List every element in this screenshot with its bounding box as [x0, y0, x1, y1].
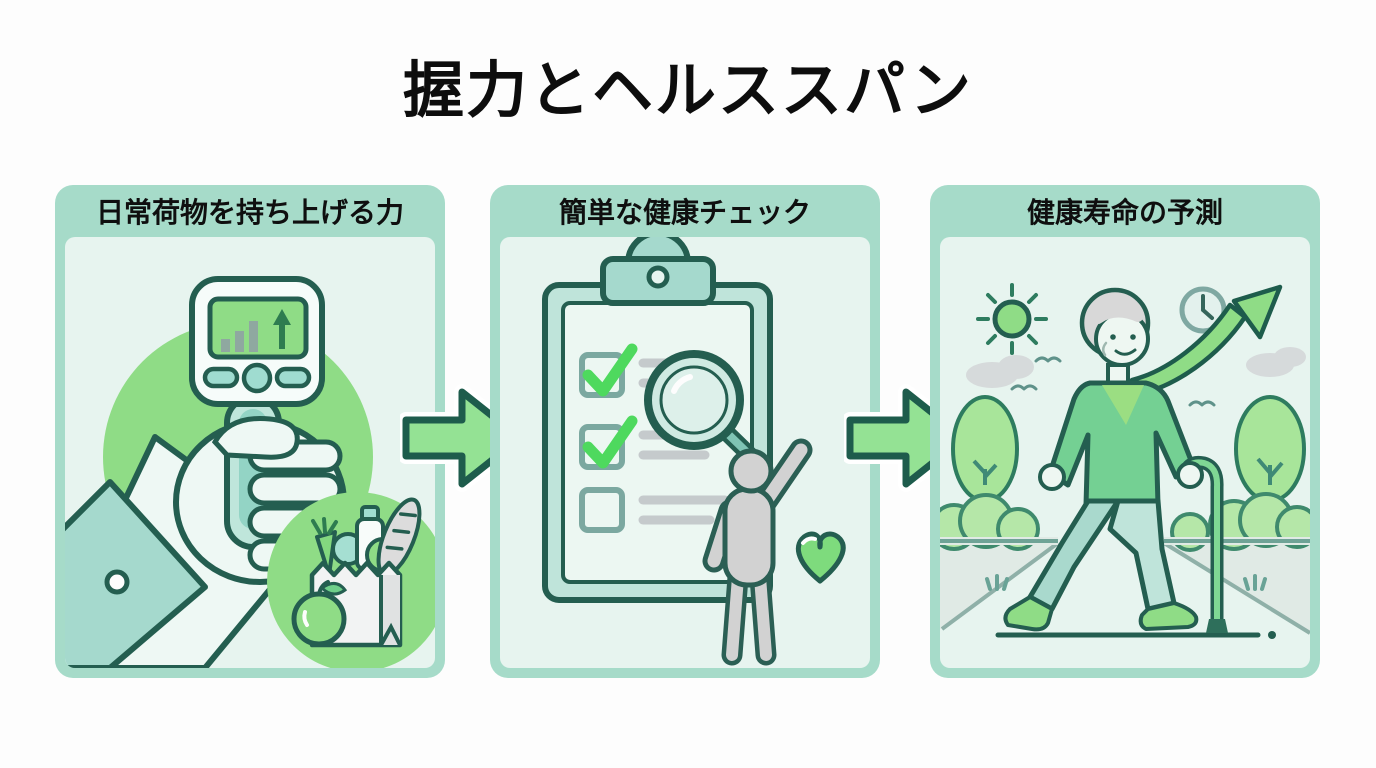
shirt-cuff-icon	[65, 479, 208, 668]
sun-icon	[976, 283, 1048, 355]
shoe	[1003, 595, 1054, 632]
panel-health-check: 簡単な健康チェック	[490, 185, 880, 678]
up-arrow-icon	[273, 309, 291, 349]
magnifier-icon	[644, 350, 771, 476]
pants	[1107, 498, 1177, 612]
cloud-icon	[966, 347, 1306, 388]
checkmark-icon	[582, 415, 638, 469]
panel-grip-strength-label: 日常荷物を持ち上げる力	[95, 197, 404, 228]
cuff-button	[104, 569, 130, 595]
person-raising-hand-icon	[702, 438, 813, 666]
walking-senior-with-cane-icon	[1003, 287, 1228, 633]
panel-grip-strength: 日常荷物を持ち上げる力	[55, 185, 445, 678]
panel-healthspan-prediction: 健康寿命の予測	[930, 185, 1320, 678]
grass-icon	[985, 574, 1267, 591]
green-apple-icon	[291, 580, 348, 647]
shoe	[1138, 601, 1199, 631]
panel-healthspan-prediction-body	[940, 237, 1310, 668]
dynamometer-button	[274, 366, 312, 389]
panel-health-check-body	[500, 237, 870, 668]
healthspan-illustration	[940, 283, 1310, 639]
path-edge	[940, 541, 1310, 635]
hand	[1176, 461, 1204, 489]
page-title: 握力とヘルススパン	[402, 56, 974, 124]
panel-health-check-header: 簡単な健康チェック	[490, 185, 880, 237]
checkmark-icon	[582, 343, 638, 397]
panel-grip-strength-body	[65, 237, 435, 668]
health-check-illustration	[542, 237, 846, 666]
grocery-bag-icon	[267, 492, 435, 668]
bird-icon	[1010, 356, 1216, 407]
panel-grip-strength-header: 日常荷物を持ち上げる力	[55, 185, 445, 237]
heart-icon	[796, 531, 846, 584]
bar-chart-icon	[221, 321, 258, 352]
grip-illustration	[65, 276, 435, 668]
panel-healthspan-prediction-label: 健康寿命の予測	[1026, 197, 1223, 228]
hand	[1038, 463, 1066, 491]
panel-health-check-label: 簡単な健康チェック	[558, 197, 811, 228]
dynamometer-button	[202, 366, 240, 389]
growth-arrow-icon	[1129, 284, 1283, 398]
checkbox-empty-icon	[579, 487, 625, 533]
dynamometer-button	[241, 362, 273, 394]
thumb	[211, 415, 300, 460]
panel-healthspan-prediction-header: 健康寿命の予測	[930, 185, 1320, 237]
